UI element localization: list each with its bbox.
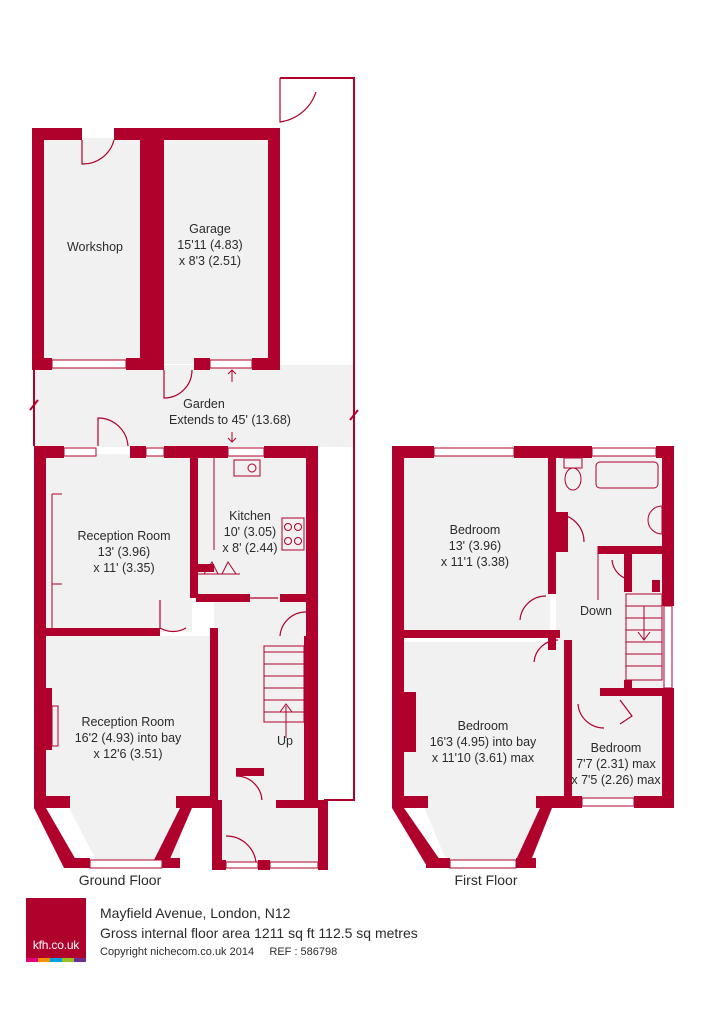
logo-bar-segment xyxy=(50,958,62,962)
garage-label: Garage xyxy=(189,222,231,236)
property-address: Mayfield Avenue, London, N12 xyxy=(100,905,291,921)
logo-color-bar xyxy=(26,958,86,962)
reception-room-2-dim1: 16'2 (4.93) into bay xyxy=(75,731,182,745)
bedroom-3-label: Bedroom xyxy=(591,741,642,755)
ground-floor-label: Ground Floor xyxy=(79,872,162,888)
garden-boundary xyxy=(29,77,359,801)
garden-label: Garden xyxy=(183,397,225,411)
bedroom-3-dim2: x 7'5 (2.26) max xyxy=(571,773,661,787)
bedroom-3-dim1: 7'7 (2.31) max xyxy=(576,757,656,771)
logo-bar-segment xyxy=(26,958,38,962)
kfh-logo[interactable]: kfh.co.uk xyxy=(26,898,86,962)
garden-dim: Extends to 45' (13.68) xyxy=(169,413,291,427)
copyright-line: Copyright nichecom.co.uk 2014 REF : 5867… xyxy=(100,943,418,961)
reception-room-1-label: Reception Room xyxy=(77,529,170,543)
copyright-gap xyxy=(257,946,266,958)
logo-bar-segment xyxy=(38,958,50,962)
bedroom-2-dim2: x 11'10 (3.61) max xyxy=(432,751,535,765)
logo-text: kfh.co.uk xyxy=(32,938,80,952)
room-labels: Workshop Garage 15'11 (4.83) x 8'3 (2.51… xyxy=(67,222,661,888)
reference-number: REF : 586798 xyxy=(269,946,338,958)
garage-dim1: 15'11 (4.83) xyxy=(177,238,242,252)
footer-info: Mayfield Avenue, London, N12 Gross inter… xyxy=(100,903,418,961)
logo-bar-segment xyxy=(62,958,74,962)
reception-room-1-dim1: 13' (3.96) xyxy=(98,545,150,559)
bedroom-1-dim1: 13' (3.96) xyxy=(449,539,501,553)
stairs xyxy=(227,369,663,738)
first-floor-label: First Floor xyxy=(455,872,518,888)
copyright-text: Copyright nichecom.co.uk 2014 xyxy=(100,946,255,958)
windows xyxy=(51,359,673,869)
walls xyxy=(32,128,674,870)
bedroom-1-dim2: x 11'1 (3.38) xyxy=(441,555,509,569)
bedroom-2-label: Bedroom xyxy=(458,719,509,733)
bedroom-2-dim1: 16'3 (4.95) into bay xyxy=(430,735,537,749)
workshop-label: Workshop xyxy=(67,240,123,254)
floor-area: Gross internal floor area 1211 sq ft 112… xyxy=(100,925,418,941)
doors xyxy=(81,78,633,863)
floor-fills xyxy=(34,138,668,862)
basin-icon xyxy=(647,505,663,535)
bedroom-1-label: Bedroom xyxy=(450,523,501,537)
garage-dim2: x 8'3 (2.51) xyxy=(179,254,241,268)
kitchen-dim1: 10' (3.05) xyxy=(224,525,276,539)
bath-icon xyxy=(595,461,659,489)
logo-bar-segment xyxy=(74,958,86,962)
reception-room-2-dim2: x 12'6 (3.51) xyxy=(93,747,162,761)
reception-room-1-dim2: x 11' (3.35) xyxy=(93,561,154,575)
kitchen-dim2: x 8' (2.44) xyxy=(222,541,277,555)
sink-icon xyxy=(233,459,261,477)
fixtures xyxy=(51,454,663,747)
reception-room-2-label: Reception Room xyxy=(81,715,174,729)
stairs-down-label: Down xyxy=(580,604,612,618)
hob-icon xyxy=(281,517,305,551)
kitchen-label: Kitchen xyxy=(229,509,271,523)
stairs-up-label: Up xyxy=(277,734,293,748)
